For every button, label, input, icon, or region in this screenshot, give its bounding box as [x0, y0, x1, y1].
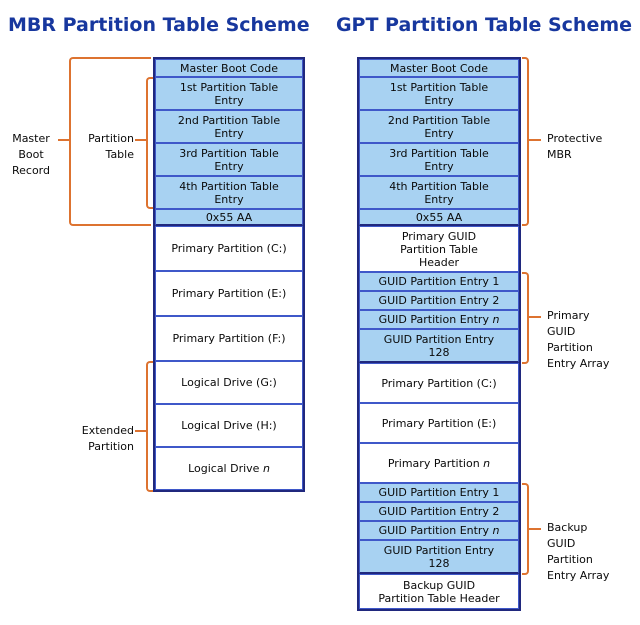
- gpt-backup-guid-entry-n-cell: GUID Partition Entry n: [359, 521, 519, 540]
- mbr-master-boot-code-cell: Master Boot Code: [155, 59, 303, 77]
- italic-n: n: [492, 524, 500, 537]
- partition-table-label: Partition Table: [88, 132, 134, 161]
- mbr-partition-entry-4-cell: 4th Partition Table Entry: [155, 176, 303, 209]
- mbr-primary-partition-c-cell: Primary Partition (C:): [155, 226, 303, 271]
- gpt-guid-entry-n-cell: GUID Partition Entry n: [359, 310, 519, 329]
- gpt-primary-guid-header-cell: Primary GUID Partition Table Header: [359, 226, 519, 272]
- partition-table-bracket: [146, 77, 153, 209]
- extended-partition-bracket: [146, 361, 153, 492]
- mbr-partition-entry-3-cell: 3rd Partition Table Entry: [155, 143, 303, 176]
- gpt-primary-partition-c-cell: Primary Partition (C:): [359, 363, 519, 403]
- gpt-backup-guid-entry-1-cell: GUID Partition Entry 1: [359, 483, 519, 502]
- protective-mbr-label: Protective MBR: [547, 132, 603, 161]
- protective-mbr-bracket: [522, 57, 529, 226]
- italic-n: n: [492, 313, 500, 326]
- gpt-column: Master Boot Code 1st Partition Table Ent…: [357, 57, 521, 611]
- gpt-partition-entry-2-cell: 2nd Partition Table Entry: [359, 110, 519, 143]
- mbr-logical-drive-h-cell: Logical Drive (H:): [155, 404, 303, 447]
- mbr-signature-cell: 0x55 AA: [155, 209, 303, 226]
- mbr-primary-partition-f-cell: Primary Partition (F:): [155, 316, 303, 361]
- italic-n: n: [483, 456, 491, 470]
- mbr-column: Master Boot Code 1st Partition Table Ent…: [153, 57, 305, 492]
- gpt-partition-entry-1-cell: 1st Partition Table Entry: [359, 77, 519, 110]
- gpt-title: GPT Partition Table Scheme: [335, 14, 633, 36]
- backup-guid-array-tick: [529, 528, 541, 530]
- gpt-signature-cell: 0x55 AA: [359, 209, 519, 226]
- backup-guid-array-label: Backup GUID Partition Entry Array: [547, 521, 610, 582]
- gpt-primary-partition-e-cell: Primary Partition (E:): [359, 403, 519, 443]
- gpt-guid-entry-1-cell: GUID Partition Entry 1: [359, 272, 519, 291]
- gpt-partition-entry-3-cell: 3rd Partition Table Entry: [359, 143, 519, 176]
- extended-partition-label: Extended Partition: [81, 424, 134, 453]
- mbr-logical-drive-n-cell: Logical Drive n: [155, 447, 303, 490]
- primary-guid-array-tick: [529, 316, 541, 318]
- mbr-primary-partition-e-cell: Primary Partition (E:): [155, 271, 303, 316]
- primary-guid-array-bracket: [522, 272, 529, 364]
- master-boot-record-tick: [58, 139, 69, 141]
- mbr-title: MBR Partition Table Scheme: [8, 14, 310, 36]
- master-boot-record-label: Master Boot Record: [11, 132, 50, 177]
- gpt-backup-guid-entry-2-cell: GUID Partition Entry 2: [359, 502, 519, 521]
- gpt-backup-guid-header-cell: Backup GUID Partition Table Header: [359, 574, 519, 609]
- partition-table-tick: [135, 139, 146, 141]
- extended-partition-tick: [135, 430, 146, 432]
- gpt-primary-partition-n-cell: Primary Partition n: [359, 443, 519, 483]
- master-boot-record-bracket: [69, 57, 151, 226]
- primary-guid-array-label: Primary GUID Partition Entry Array: [547, 309, 610, 370]
- mbr-partition-entry-1-cell: 1st Partition Table Entry: [155, 77, 303, 110]
- gpt-backup-guid-entry-128-cell: GUID Partition Entry 128: [359, 540, 519, 574]
- gpt-guid-entry-128-cell: GUID Partition Entry 128: [359, 329, 519, 363]
- mbr-logical-drive-g-cell: Logical Drive (G:): [155, 361, 303, 404]
- backup-guid-array-bracket: [522, 483, 529, 575]
- protective-mbr-tick: [529, 139, 541, 141]
- gpt-partition-entry-4-cell: 4th Partition Table Entry: [359, 176, 519, 209]
- gpt-guid-entry-2-cell: GUID Partition Entry 2: [359, 291, 519, 310]
- italic-n: n: [262, 462, 270, 475]
- mbr-partition-entry-2-cell: 2nd Partition Table Entry: [155, 110, 303, 143]
- gpt-master-boot-code-cell: Master Boot Code: [359, 59, 519, 77]
